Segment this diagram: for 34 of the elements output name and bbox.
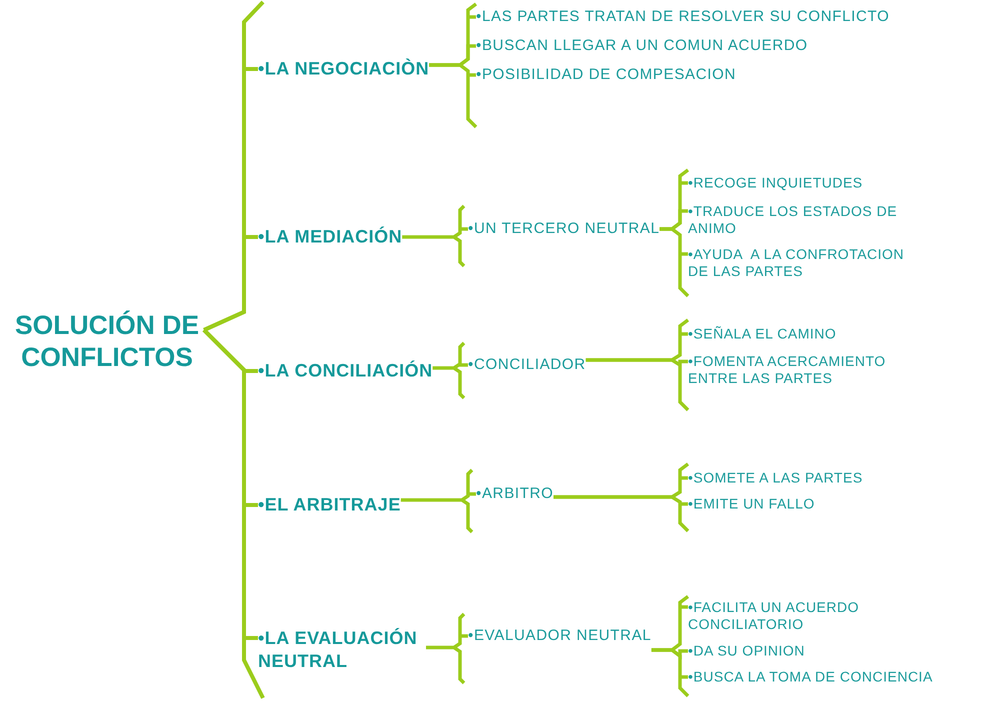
detail-text: •AYUDA A LA CONFROTACION DE LAS PARTES [688,246,918,280]
detail-text: •SOMETE A LAS PARTES [688,470,863,486]
item-text: •EVALUADOR NEUTRAL [468,627,652,645]
category-text: •LA MEDIACIÓN [258,226,402,248]
brace-connector [202,328,265,700]
item-text: •CONCILIADOR [468,356,586,374]
item-text: •UN TERCERO NEUTRAL [468,220,660,238]
brace-connector [400,204,470,268]
brace-connector [427,63,478,129]
item-text: •LAS PARTES TRATAN DE RESOLVER SU CONFLICTO [476,8,890,26]
detail-text: •SEÑALA EL CAMINO [688,326,836,342]
detail-text: •DA SU OPINION [688,642,805,660]
brace-connector [658,227,690,298]
detail-text: •TRADUCE LOS ESTADOS DE ANIMO [688,202,916,236]
detail-text: •FACILITA UN ACUERDO CONCILIATORIO [688,598,916,632]
detail-text: •BUSCA LA TOMA DE CONCIENCIA [688,668,933,686]
category-text: •EL ARBITRAJE [258,494,401,516]
detail-text: •EMITE UN FALLO [688,496,815,512]
item-text: •BUSCAN LLEGAR A UN COMUN ACUERDO [476,37,808,55]
brace-connector [584,358,690,412]
category-text: •LA NEGOCIACIÒN [258,58,430,80]
detail-text: •FOMENTA ACERCAMIENTO ENTRE LAS PARTES [688,353,916,387]
main-topic-text: SOLUCIÓN DE CONFLICTOS [10,309,204,373]
category-text: •LA CONCILIACIÓN [258,360,433,382]
category-text: •LA EVALUACIÓN NEUTRAL [258,626,426,672]
brace-connector [203,235,258,332]
item-text: •ARBITRO [476,485,554,503]
brace-connector [424,612,470,685]
brace-connector [650,648,690,698]
brace-connector [399,468,478,534]
detail-text: •RECOGE INQUIETUDES [688,174,863,192]
brace-connector [430,341,470,400]
item-text: •POSIBILIDAD DE COMPESACION [476,66,736,84]
brace-connector [552,495,690,533]
